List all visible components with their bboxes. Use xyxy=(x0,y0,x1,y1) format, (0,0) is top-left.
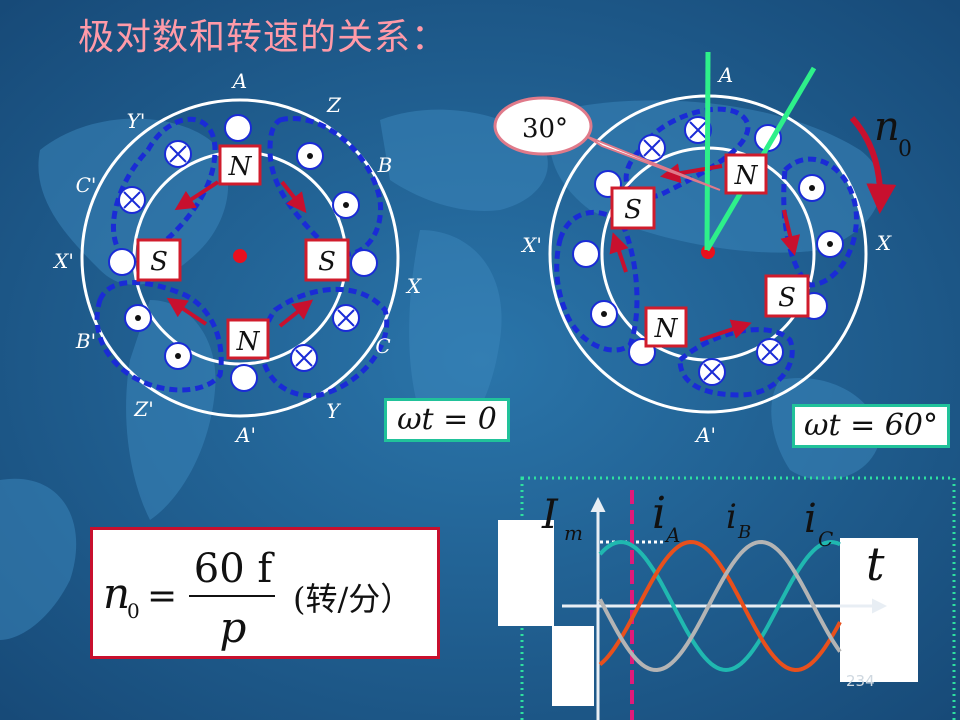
pole-label-top: N xyxy=(228,152,253,182)
pole-boxes-right xyxy=(610,153,810,348)
pole-label-n1: N xyxy=(734,161,759,191)
svg-text:X: X xyxy=(405,274,422,298)
svg-text:60 f: 60 f xyxy=(194,546,276,592)
Im-subscript: m xyxy=(564,521,583,545)
slots-cross-right xyxy=(638,116,784,386)
speed-formula-box: n 0 = 60 f p (转/分） xyxy=(90,527,440,659)
speed-indicator: n 0 xyxy=(849,104,912,214)
phase-labels-left: A Z B X C Y A' Z' B' X' C' Y' xyxy=(52,69,422,447)
waveform-iC xyxy=(598,539,842,673)
pole-label-s1: S xyxy=(624,195,642,225)
iB-subscript: B xyxy=(737,522,751,543)
page-number: 234 xyxy=(846,672,875,690)
speed-formula: n 0 = 60 f p (转/分） xyxy=(103,546,412,652)
iC-subscript: C xyxy=(818,527,833,551)
waveform-iB xyxy=(598,539,842,673)
wt-label-right: ωt = 60° xyxy=(792,404,950,448)
svg-text:Y: Y xyxy=(326,399,341,423)
slots-dot-right xyxy=(590,174,844,328)
svg-text:Y': Y' xyxy=(127,109,146,133)
angle-label: 30° xyxy=(522,114,568,144)
slots-cross xyxy=(118,140,360,372)
svg-text:p: p xyxy=(220,603,247,652)
Im-label: I xyxy=(541,492,559,538)
svg-text:0: 0 xyxy=(127,599,140,623)
pole-label-left: S xyxy=(150,247,168,277)
flux-arrows-right xyxy=(609,163,801,342)
t-label: t xyxy=(866,537,885,591)
stator-outer-circle xyxy=(80,98,400,418)
svg-text:C': C' xyxy=(76,173,97,197)
slots-empty-right xyxy=(572,124,828,366)
pole-boxes xyxy=(136,144,350,360)
wt-label-left: ωt = 0 xyxy=(384,398,510,442)
svg-text:B: B xyxy=(377,153,393,177)
pole-label-bottom: N xyxy=(236,327,261,357)
svg-text:X': X' xyxy=(52,249,74,273)
slots-empty xyxy=(108,114,378,392)
speed-label: n xyxy=(874,104,900,150)
left-motor-diagram: N N S S A Z B X C Y A' Z' B' X' C' Y' xyxy=(52,69,422,447)
waveform-iA xyxy=(598,539,841,673)
iC-label: i xyxy=(804,496,817,542)
pole-label-right: S xyxy=(318,247,336,277)
slots-dot xyxy=(124,142,360,370)
svg-text:A': A' xyxy=(234,423,256,447)
flux-arrows xyxy=(166,180,314,328)
pole-labels: N N S S xyxy=(150,152,336,357)
slide-title: 极对数和转速的关系： xyxy=(78,17,449,58)
center-dot xyxy=(233,249,247,263)
svg-text:A: A xyxy=(717,63,733,87)
pole-label-s2: S xyxy=(778,283,796,313)
svg-text:Z': Z' xyxy=(133,397,153,421)
svg-text:(转/分）: (转/分） xyxy=(293,580,412,618)
svg-text:n: n xyxy=(103,569,130,618)
svg-text:Z: Z xyxy=(326,93,342,117)
pole-label-n2: N xyxy=(654,314,679,344)
waveform-panel: I m i A i B i C t xyxy=(498,476,956,720)
phase-labels-right: A X X' A' xyxy=(520,63,892,447)
svg-text:A': A' xyxy=(694,423,716,447)
iB-label: i xyxy=(726,497,737,537)
angle-callout: 30° xyxy=(493,96,721,191)
svg-text:X: X xyxy=(875,231,892,255)
right-motor-diagram: N S S N A X X' A' 30° n 0 xyxy=(493,51,912,447)
svg-text:A: A xyxy=(231,69,247,93)
svg-text:C: C xyxy=(375,334,390,358)
iA-subscript: A xyxy=(664,523,680,547)
speed-subscript: 0 xyxy=(898,137,912,162)
svg-text:=: = xyxy=(147,576,177,617)
iA-label: i xyxy=(652,488,666,539)
svg-text:B': B' xyxy=(75,329,96,353)
svg-text:X': X' xyxy=(520,233,542,257)
